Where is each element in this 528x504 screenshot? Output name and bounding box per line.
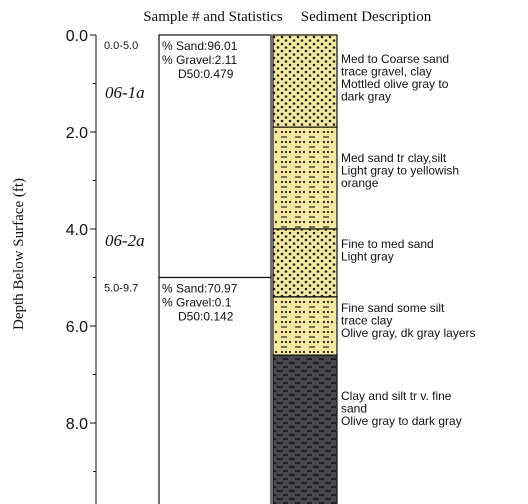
sample-stat: % Gravel:2.11	[162, 53, 237, 67]
layer-description-line: orange	[341, 176, 379, 190]
lithology-layer	[272, 354, 338, 504]
layer-description-line: Fine to med sand	[341, 237, 434, 251]
lithology-layer	[272, 228, 338, 298]
sample-interval-box	[158, 276, 272, 504]
sediment-description-header: Sediment Description	[301, 9, 432, 25]
sample-stats-header: Sample # and Statistics	[143, 9, 283, 25]
y-tick-label: 0.0	[66, 28, 88, 45]
layer-description-line: sand	[341, 402, 367, 416]
lithology-layer	[272, 296, 338, 356]
layer-description-line: Med to Coarse sand	[341, 52, 449, 66]
sample-stat: D50:0.142	[178, 310, 234, 324]
layer-description-line: Olive gray, dk gray layers	[341, 326, 476, 340]
y-tick-label: 8.0	[66, 416, 88, 433]
y-axis-ticks: 0.0 2.0 4.0 6.0 8.0	[66, 28, 96, 472]
layer-description-line: Fine sand some silt	[341, 301, 445, 315]
sample-stat: D50:0.479	[178, 67, 234, 81]
layer-description-line: Mottled olive gray to	[341, 77, 449, 91]
y-axis: 0.0 2.0 4.0 6.0 8.0	[66, 28, 97, 504]
y-tick-label: 2.0	[66, 125, 88, 142]
sample-id: 06-1a	[105, 83, 145, 102]
sample-interval-label: 0.0-5.0	[104, 40, 138, 52]
layer-description-line: trace clay	[341, 314, 392, 328]
layer-description-line: Med sand tr clay,silt	[341, 151, 447, 165]
sample-interval-box	[158, 34, 272, 279]
sample-id: 06-2a	[105, 231, 145, 250]
lithology-layer	[272, 34, 338, 128]
layer-description-line: Light gray	[341, 250, 394, 264]
sample-column: 0.0-5.006-1a% Sand:96.01% Gravel:2.11D50…	[104, 34, 272, 504]
layer-description-line: Clay and silt tr v. fine	[341, 389, 452, 403]
y-tick-label: 6.0	[66, 319, 88, 336]
layer-description-line: trace gravel, clay	[341, 65, 432, 79]
sample-stat: % Sand:70.97	[162, 282, 238, 296]
y-axis-label: Depth Below Surface (ft)	[11, 178, 27, 330]
lithology-layer	[272, 126, 338, 230]
sample-stat: % Gravel:0.1	[162, 296, 232, 310]
layer-description-line: dark gray	[341, 90, 391, 104]
lithology-column	[272, 34, 338, 504]
y-tick-label: 4.0	[66, 222, 88, 239]
sample-interval-label: 5.0-9.7	[104, 283, 138, 295]
layer-description-line: Light gray to yellowish	[341, 164, 459, 178]
layer-description-line: Olive gray to dark gray	[341, 414, 462, 428]
sample-stat: % Sand:96.01	[162, 39, 238, 53]
